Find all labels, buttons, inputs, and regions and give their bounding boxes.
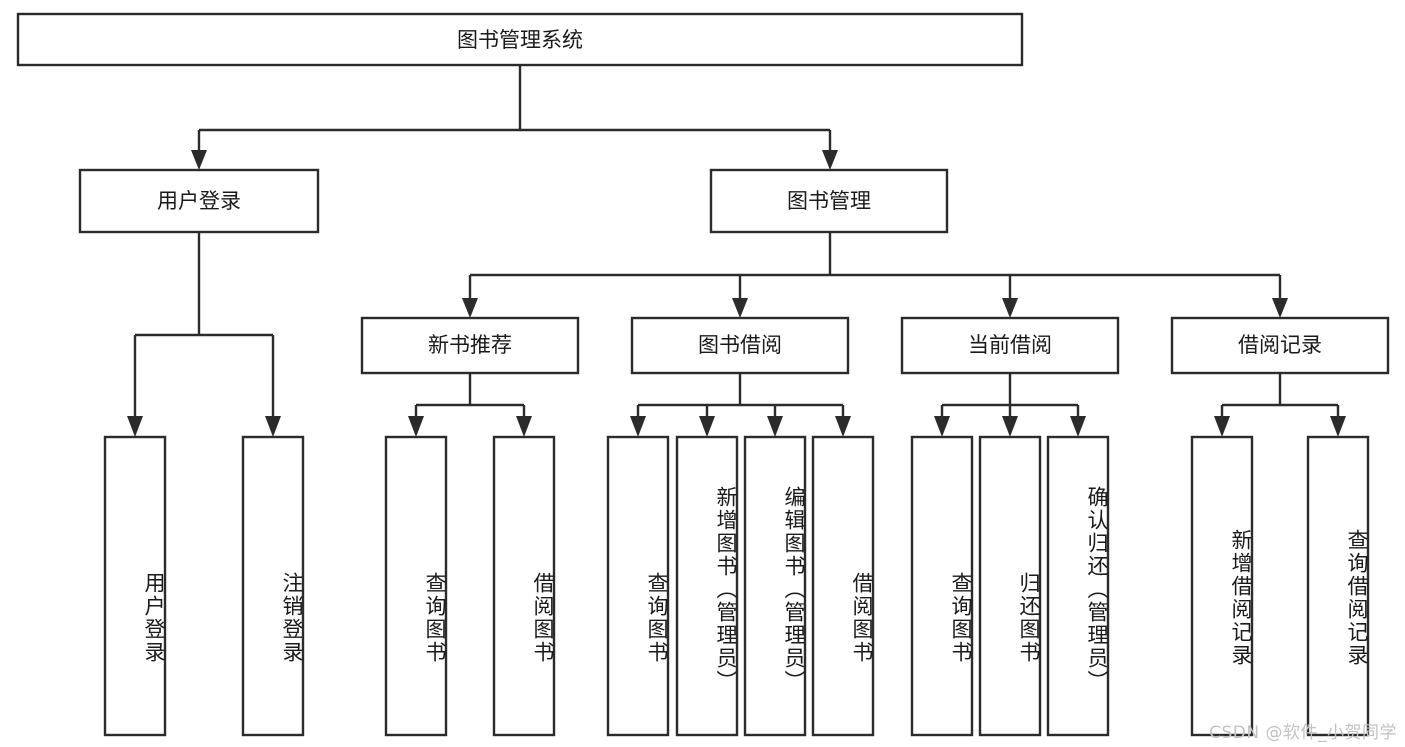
node-root[interactable]: 图书管理系统 [16,12,1024,67]
arrow-head-leaf-bb-1 [630,416,646,437]
node-book-borrow[interactable]: 图书借阅 [630,316,850,375]
node-root-box[interactable] [16,12,1024,67]
leaf-box-user-login-2[interactable] [241,435,305,737]
leaf-box-user-login-1[interactable] [103,435,167,737]
node-borrow-record-box[interactable] [1170,316,1390,375]
arrow-head-leaf-bb-3 [767,416,783,437]
leaf-box-bb-4[interactable] [811,435,875,737]
leaf-box-cb-3[interactable] [1046,435,1110,737]
node-new-book-recommend-box[interactable] [360,316,580,375]
watermark-text: CSDN @软件_小贺同学 [1209,723,1397,743]
node-book-manage[interactable]: 图书管理 [709,168,949,234]
leaf-box-bb-3[interactable] [743,435,807,737]
node-current-borrow-label: 当前借阅 [968,333,1052,357]
node-book-manage-box[interactable] [709,168,949,234]
node-user-login[interactable]: 用户登录 [78,168,320,234]
connector-user-login-to-leaves [127,232,281,437]
leaf-box-br-1[interactable] [1190,435,1254,737]
arrow-head-leaf-br-1 [1214,416,1230,437]
arrow-head-leaf-nbr-1 [408,416,424,437]
connector-root-to-level1 [191,65,838,170]
arrow-head-leaf-cb-2 [1002,416,1018,437]
connector-book-manage-to-level2 [462,232,1288,318]
arrow-head-leaf-user-login-1 [127,416,143,437]
arrow-head-leaf-cb-3 [1070,416,1086,437]
arrow-head-new-book-recommend [462,298,478,318]
node-current-borrow[interactable]: 当前借阅 [900,316,1120,375]
node-root-label: 图书管理系统 [457,28,583,52]
arrow-head-leaf-user-login-2 [265,416,281,437]
arrow-head-book-manage [822,150,838,170]
arrow-head-user-login [191,150,207,170]
node-user-login-box[interactable] [78,168,320,234]
leaf-box-br-2[interactable] [1306,435,1370,737]
leaf-box-bb-2[interactable] [675,435,739,737]
leaf-box-cb-1[interactable] [910,435,974,737]
arrow-head-leaf-cb-1 [934,416,950,437]
node-new-book-recommend[interactable]: 新书推荐 [360,316,580,375]
arrow-head-current-borrow [1002,298,1018,318]
leaf-box-nbr-1[interactable] [384,435,448,737]
arrow-head-borrow-record [1272,298,1288,318]
leaf-box-bb-1[interactable] [606,435,670,737]
node-borrow-record[interactable]: 借阅记录 [1170,316,1390,375]
connector-current-borrow-to-leaves [934,373,1086,437]
node-borrow-record-label: 借阅记录 [1238,333,1322,357]
leaf-box-cb-2[interactable] [978,435,1042,737]
node-book-borrow-box[interactable] [630,316,850,375]
node-user-login-label: 用户登录 [157,189,241,213]
connector-new-book-recommend-to-leaves [408,373,532,437]
connector-borrow-record-to-leaves [1214,373,1346,437]
leaf-boxes [103,435,1370,737]
arrow-head-leaf-br-2 [1330,416,1346,437]
node-new-book-recommend-label: 新书推荐 [428,333,512,357]
leaf-box-nbr-2[interactable] [492,435,556,737]
arrow-head-leaf-nbr-2 [516,416,532,437]
connector-book-borrow-to-leaves [630,373,851,437]
node-book-borrow-label: 图书借阅 [698,333,782,357]
node-book-manage-label: 图书管理 [787,189,871,213]
arrow-head-book-borrow [732,298,748,318]
arrow-head-leaf-bb-4 [835,416,851,437]
node-current-borrow-box[interactable] [900,316,1120,375]
arrow-head-leaf-bb-2 [699,416,715,437]
